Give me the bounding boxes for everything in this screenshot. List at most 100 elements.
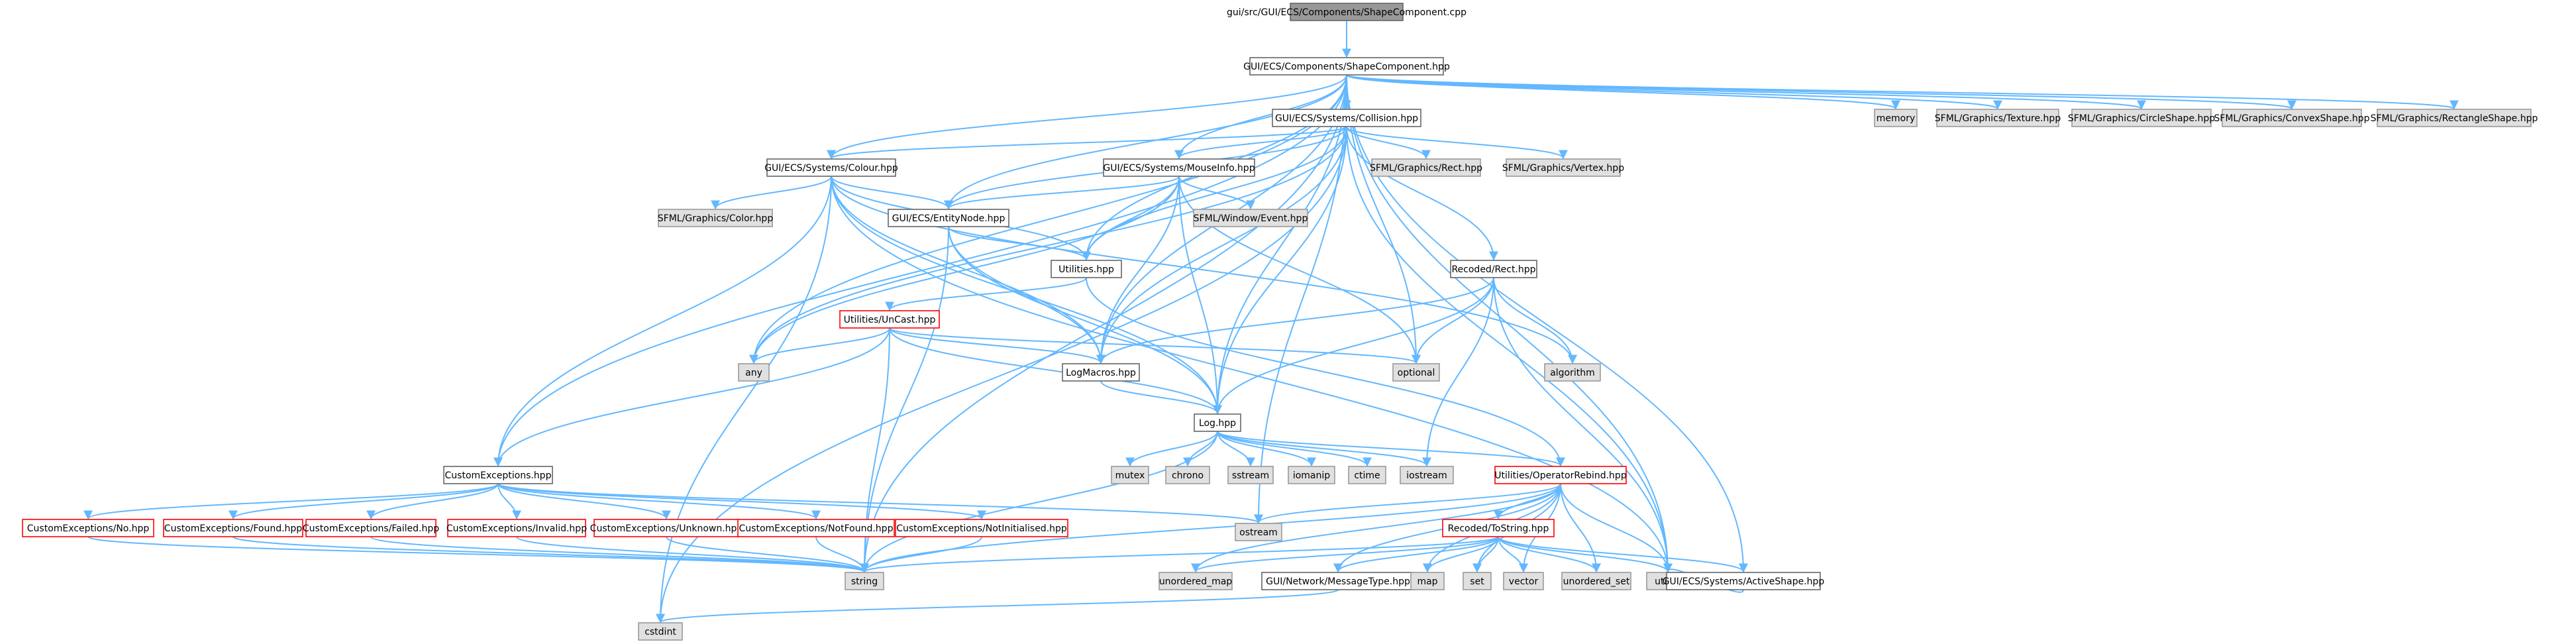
edge-shapehpp-to-sfcircle — [1346, 74, 2146, 110]
node-label: GUI/ECS/Systems/MouseInfo.hpp — [1103, 163, 1255, 174]
node-box — [1666, 572, 1821, 590]
node-box — [1272, 109, 1421, 127]
node-ostream: ostream — [1235, 523, 1282, 541]
edge-customexc-to-exno — [83, 483, 499, 520]
node-label: CustomExceptions/Found.hpp — [164, 523, 303, 534]
node-label: CustomExceptions/Failed.hpp — [303, 523, 439, 534]
node-iomanip: iomanip — [1288, 466, 1335, 484]
node-loghpp[interactable]: Log.hpp — [1194, 413, 1241, 432]
node-sstream: sstream — [1227, 466, 1274, 484]
node-exnotfound[interactable]: CustomExceptions/NotFound.hpp — [737, 519, 895, 537]
node-exnotinit[interactable]: CustomExceptions/NotInitialised.hpp — [895, 519, 1068, 537]
node-root[interactable]: gui/src/GUI/ECS/Components/ShapeComponen… — [1227, 3, 1467, 21]
edge-collision-to-loghpp — [1213, 126, 1347, 415]
edge-colour-to-sfcolor — [711, 176, 832, 210]
node-box — [1544, 363, 1601, 382]
edge-recodedtostring-to-string — [860, 536, 1499, 573]
node-utilities[interactable]: Utilities.hpp — [1051, 260, 1122, 278]
edge-loghpp-to-ctime — [1217, 431, 1372, 467]
node-label: SFML/Graphics/CircleShape.hpp — [2068, 113, 2215, 124]
node-label: ostream — [1239, 527, 1278, 538]
edge-customexc-to-exunknown — [497, 483, 671, 520]
edge-logmacros-to-loghpp — [1100, 380, 1222, 415]
node-box — [1159, 572, 1233, 590]
node-label: iostream — [1406, 470, 1447, 481]
dependency-nodes: gui/src/GUI/ECS/Components/ShapeComponen… — [22, 3, 2538, 641]
node-box — [1193, 209, 1308, 227]
node-mouseinfo[interactable]: GUI/ECS/Systems/MouseInfo.hpp — [1103, 158, 1255, 177]
node-exfound[interactable]: CustomExceptions/Found.hpp — [163, 519, 303, 537]
node-box — [1392, 363, 1440, 382]
edge-loghpp-to-sstream — [1217, 431, 1255, 467]
edge-collision-to-mouseinfo — [1174, 126, 1347, 160]
edge-recodedtostring-to-utility — [1498, 536, 1673, 573]
edge-customexc-to-ostream — [497, 483, 1263, 524]
node-box — [738, 363, 770, 382]
edge-oprebind-to-string — [860, 483, 1561, 573]
node-exinvalid[interactable]: CustomExceptions/Invalid.hpp — [446, 519, 587, 537]
node-label: CustomExceptions/NotFound.hpp — [739, 523, 894, 534]
node-collision[interactable]: GUI/ECS/Systems/Collision.hpp — [1272, 109, 1421, 127]
node-label: unordered_map — [1159, 576, 1232, 587]
edge-collision-to-logmacros — [1096, 126, 1347, 364]
edge-recodedtostring-to-vector — [1498, 536, 1528, 573]
edge-recodedrect-to-algorithm — [1493, 277, 1577, 364]
edge-shapehpp-to-entitynode — [944, 74, 1347, 210]
edge-oprebind-to-ostream — [1254, 483, 1561, 524]
node-unicast[interactable]: Utilities/UnCast.hpp — [839, 310, 940, 329]
node-label: GUI/ECS/Systems/ActiveShape.hpp — [1663, 576, 1825, 587]
edge-recodedtostring-to-unordered_map — [1191, 536, 1499, 573]
node-box — [1503, 572, 1544, 590]
node-label: map — [1417, 576, 1437, 587]
node-box — [1227, 466, 1274, 484]
node-label: string — [851, 576, 878, 587]
edge-colour-to-cstdint — [656, 176, 832, 623]
node-vector: vector — [1503, 572, 1544, 590]
node-shapehpp[interactable]: GUI/ECS/Components/ShapeComponent.hpp — [1243, 57, 1450, 76]
node-exunknown[interactable]: CustomExceptions/Unknown.hpp — [590, 519, 743, 537]
edge-entitynode-to-utilities — [948, 226, 1091, 261]
node-box — [1261, 572, 1415, 590]
node-label: GUI/Network/MessageType.hpp — [1266, 576, 1410, 587]
node-box — [1194, 413, 1241, 432]
node-box — [839, 310, 940, 329]
node-cstdint: cstdint — [638, 622, 683, 641]
node-box — [1450, 260, 1537, 278]
edge-customexc-to-exinvalid — [497, 483, 521, 520]
node-label: SFML/Graphics/Texture.hpp — [1935, 113, 2061, 124]
node-recodedtostring[interactable]: Recoded/ToString.hpp — [1442, 519, 1555, 537]
edge-colour-to-algorithm — [831, 176, 1577, 364]
edge-customexc-to-exnotinit — [497, 483, 986, 520]
edge-recodedrect-to-loghpp — [1213, 277, 1494, 415]
node-msgtype[interactable]: GUI/Network/MessageType.hpp — [1261, 572, 1415, 590]
node-box — [305, 519, 437, 537]
node-activeshape[interactable]: GUI/ECS/Systems/ActiveShape.hpp — [1663, 572, 1825, 590]
edge-recodedtostring-to-msgtype — [1333, 536, 1499, 573]
node-label: Utilities.hpp — [1058, 264, 1114, 275]
node-exno[interactable]: CustomExceptions/No.hpp — [22, 519, 154, 537]
edge-recodedrect-to-logmacros — [1096, 277, 1494, 364]
node-box — [22, 519, 154, 537]
node-oprebind[interactable]: Utilities/OperatorRebind.hpp — [1494, 466, 1627, 484]
edge-entitynode-to-loghpp — [948, 226, 1222, 415]
node-colour[interactable]: GUI/ECS/Systems/Colour.hpp — [764, 158, 898, 177]
edge-colour-to-customexc — [493, 176, 832, 467]
node-recodedrect[interactable]: Recoded/Rect.hpp — [1450, 260, 1537, 278]
edge-unicast-to-loghpp — [889, 327, 1222, 415]
node-box — [2377, 109, 2532, 127]
node-label: CustomExceptions/Invalid.hpp — [446, 523, 587, 534]
node-logmacros[interactable]: LogMacros.hpp — [1062, 363, 1140, 382]
edge-loghpp-to-iostream — [1217, 431, 1431, 467]
edge-collision-to-colour — [827, 126, 1347, 160]
node-entitynode[interactable]: GUI/ECS/EntityNode.hpp — [888, 209, 1009, 227]
node-exfailed[interactable]: CustomExceptions/Failed.hpp — [303, 519, 439, 537]
node-customexc[interactable]: CustomExceptions.hpp — [443, 466, 553, 484]
edge-loghpp-to-iomanip — [1217, 431, 1316, 467]
node-box — [1235, 523, 1282, 541]
edge-mouseinfo-to-loghpp — [1178, 176, 1222, 415]
edge-unicast-to-customexc — [493, 327, 890, 467]
edge-customexc-to-exfound — [229, 483, 499, 520]
node-label: GUI/ECS/Components/ShapeComponent.hpp — [1243, 62, 1450, 72]
node-box — [1400, 466, 1454, 484]
node-label: gui/src/GUI/ECS/Components/ShapeComponen… — [1227, 7, 1467, 18]
